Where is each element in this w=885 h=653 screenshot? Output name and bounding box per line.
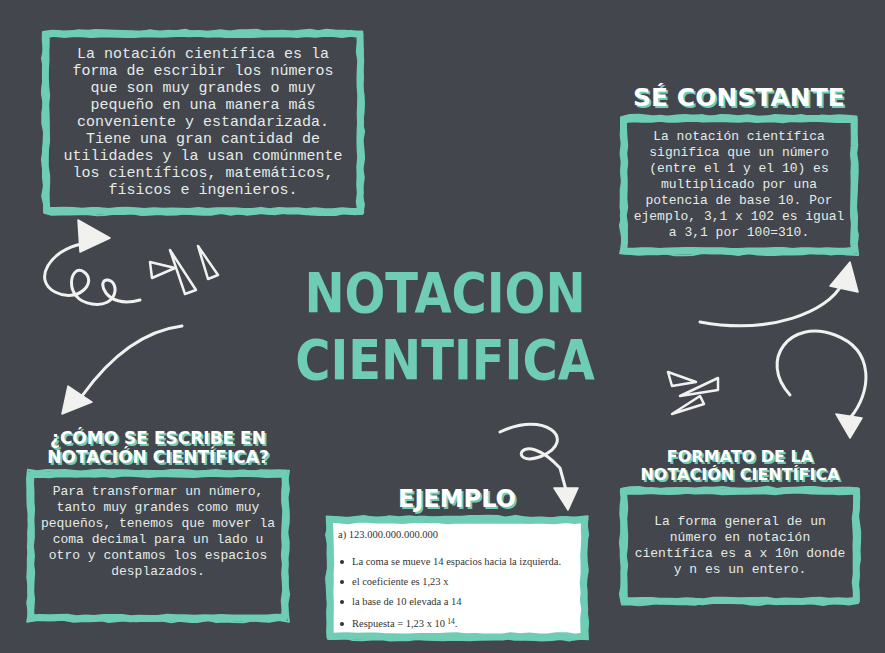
text-row: La coma se mueve 14 espacios hacia la iz… [338,555,580,568]
body-text: La notación científica significa que un … [634,129,845,240]
bullet-dot [340,560,344,564]
frame-edge [326,516,588,641]
body-text: La notación científica es la forma de es… [63,46,342,199]
section-heading: SÉ CONSTANTE [620,84,858,112]
bullet-dot [340,600,344,604]
bullet-dot [340,580,344,584]
body-text: la base de 10 elevada a 14 [352,596,462,607]
arrow-head [62,386,92,414]
accent-wedge [170,250,196,294]
section-heading: EJEMPLO [326,486,588,513]
info-box: SÉ CONSTANTELa notación científica signi… [620,115,858,255]
section-heading: FORMATO DE LA NOTACIÓN CIENTÍFICA [620,448,860,484]
info-box: ¿CÓMO SE ESCRIBE EN NOTACIÓN CIENTÍFICA?… [27,470,289,622]
arrow-head [830,262,858,292]
bullet-dot [340,622,344,626]
frame-edge [620,487,860,605]
frame-fill [329,519,584,637]
section-heading: ¿CÓMO SE ESCRIBE EN NOTACIÓN CIENTÍFICA? [27,429,289,467]
body-text: Respuesta = 1,23 x 10 [352,618,445,629]
curved-arrow-line [700,284,842,326]
curved-arrow-line [82,326,182,396]
text-row: Respuesta = 1,23 x 1014. [338,615,580,630]
text-row: Para transformar un número, tanto muy gr… [39,484,277,580]
curly-arrow-line [45,244,140,304]
body-text: 14 [447,617,455,626]
body-text: Para transformar un número, tanto muy gr… [41,484,275,579]
frame-fill [623,490,856,601]
body-text: . [455,618,458,629]
info-box: La notación científica es la forma de es… [42,30,364,215]
text-row: el coeficiente es 1,23 x [338,575,580,588]
frame-fill [623,118,854,251]
poster-title: NOTACION CIENTIFICA [280,259,610,392]
frame-fill [45,33,360,211]
frame-fill [30,473,285,618]
info-box: EJEMPLOa) 123.000.000.000.000La coma se … [326,516,588,640]
text-row: La notación científica significa que un … [632,129,846,241]
text-row: La forma general de un número en notació… [632,514,848,578]
body-text: a) 123.000.000.000.000 [338,529,438,540]
accent-wedge [150,262,175,278]
arrow-head [554,488,578,510]
body-text: La coma se mueve 14 espacios hacia la iz… [352,556,561,567]
frame-edge [27,470,289,622]
accent-wedge [672,396,704,414]
text-row: la base de 10 elevada a 14 [338,595,580,608]
frame-edge [620,115,858,255]
body-text: La forma general de un número en notació… [635,514,846,577]
body-text: el coeficiente es 1,23 x [352,576,449,587]
arrow-head [836,414,862,438]
frame-edge [42,30,364,215]
arrow-head [78,220,110,252]
accent-wedge [668,372,696,386]
text-row: La notación científica es la forma de es… [58,46,348,199]
curly-arrow-line [777,331,866,418]
info-box: FORMATO DE LA NOTACIÓN CIENTÍFICALa form… [620,487,860,605]
text-row: a) 123.000.000.000.000 [338,528,580,541]
accent-wedge [680,378,718,396]
accent-wedge [198,246,218,279]
curly-arrow-line [500,424,566,490]
